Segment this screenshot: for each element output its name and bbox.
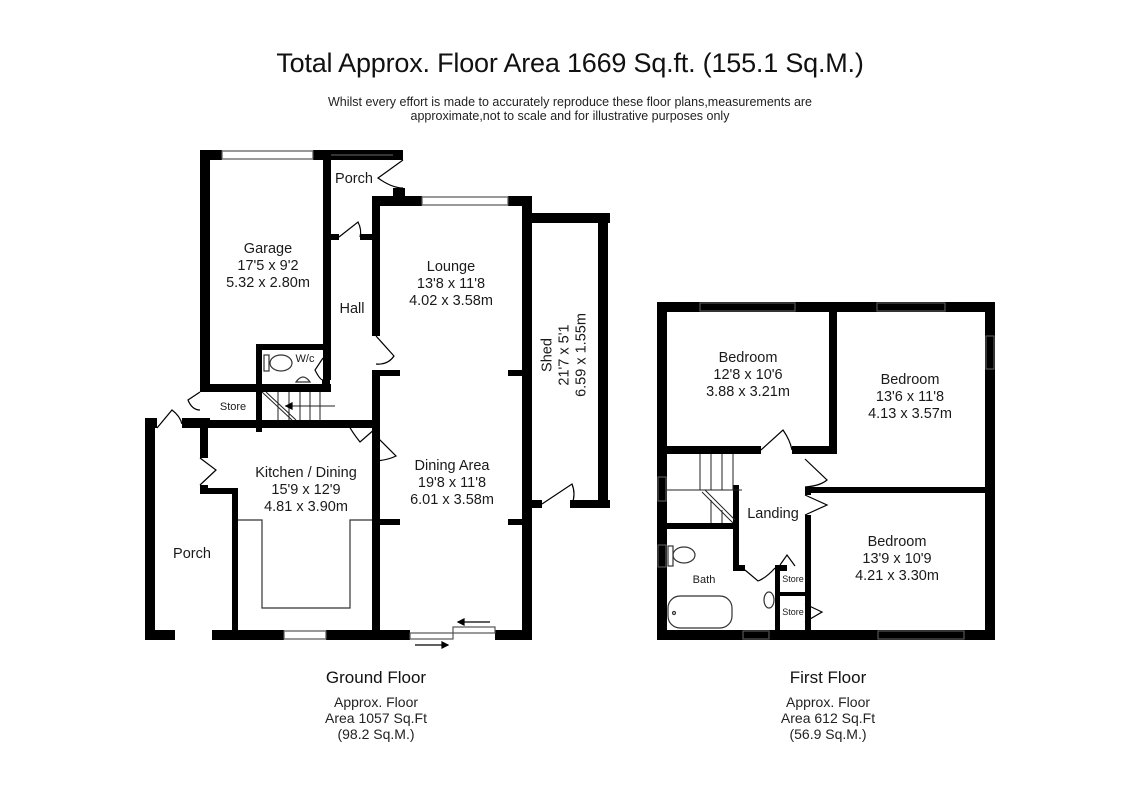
first-floor-details — [657, 302, 995, 640]
room-bedroom-2: Bedroom 13'6 x 11'8 4.13 x 3.57m — [868, 372, 952, 422]
room-porch-front: Porch — [335, 171, 373, 187]
room-kitchen-dining: Kitchen / Dining 15'9 x 12'9 4.81 x 3.90… — [255, 465, 357, 515]
room-bedroom-3: Bedroom 13'9 x 10'9 4.21 x 3.30m — [855, 534, 939, 584]
room-store: Store — [219, 401, 247, 413]
room-bedroom-1: Bedroom 12'8 x 10'6 3.88 x 3.21m — [706, 350, 790, 400]
page-title: Total Approx. Floor Area 1669 Sq.ft. (15… — [276, 48, 864, 78]
room-porch-side: Porch — [173, 546, 211, 562]
room-garage: Garage 17'5 x 9'2 5.32 x 2.80m — [226, 241, 310, 291]
room-store-2: Store — [782, 607, 804, 617]
room-landing: Landing — [747, 506, 799, 522]
room-hall: Hall — [339, 301, 365, 317]
ground-floor-walls — [145, 150, 610, 640]
disclaimer: Whilst every effort is made to accuratel… — [327, 95, 813, 123]
first-floor-walls — [657, 302, 995, 640]
room-bath: Bath — [692, 574, 716, 586]
room-dining-area: Dining Area 19'8 x 11'8 6.01 x 3.58m — [410, 458, 494, 508]
first-floor-caption: First Floor Approx. Floor Area 612 Sq.Ft… — [780, 668, 876, 742]
ground-floor-caption: Ground Floor Approx. Floor Area 1057 Sq.… — [325, 668, 427, 742]
ground-floor-details — [156, 150, 575, 649]
room-wc: W/c — [295, 353, 315, 365]
room-store-1: Store — [782, 574, 804, 584]
room-lounge: Lounge 13'8 x 11'8 4.02 x 3.58m — [409, 259, 493, 309]
room-shed: Shed 21'7 x 5'1 6.59 x 1.55m — [539, 313, 590, 397]
